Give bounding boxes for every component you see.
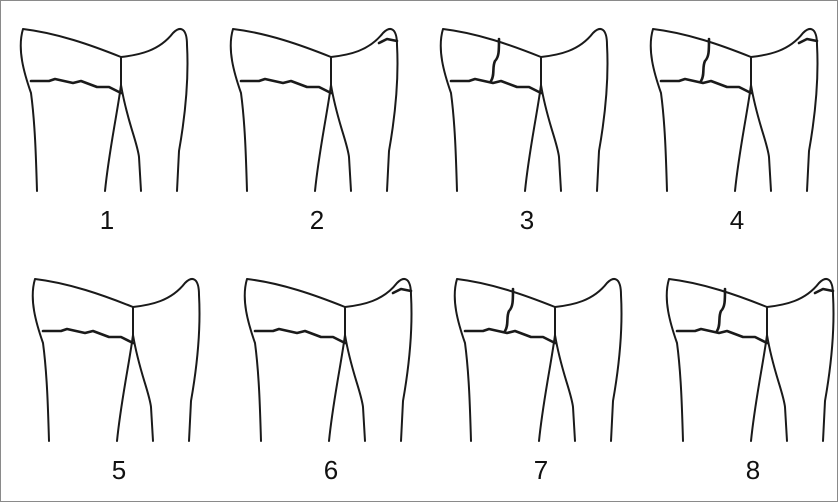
styloid-fracture-line	[379, 39, 397, 43]
transverse-fracture-line	[465, 329, 555, 343]
panel-label-1: 1	[100, 205, 114, 235]
radius-outline	[455, 279, 555, 441]
radius-outline	[231, 29, 331, 191]
transverse-fracture-line	[677, 329, 767, 343]
ulna-inner-line	[121, 85, 141, 191]
panel-label-4: 4	[730, 205, 744, 235]
radius-outline	[245, 279, 345, 441]
panel-label-8: 8	[746, 455, 760, 485]
ulna-outline	[767, 279, 834, 441]
medial-fracture-line	[505, 289, 513, 331]
panel-label-7: 7	[534, 455, 548, 485]
panel-label-6: 6	[324, 455, 338, 485]
wrist-diagram-7: 7	[455, 279, 622, 485]
radius-outline	[651, 29, 751, 191]
wrist-diagram-2: 2	[231, 29, 398, 235]
styloid-fracture-line	[815, 289, 833, 293]
radius-outline	[21, 29, 121, 191]
ulna-inner-line	[133, 335, 153, 441]
transverse-fracture-line	[451, 79, 541, 93]
ulna-outline	[555, 279, 622, 441]
panel-label-2: 2	[310, 205, 324, 235]
ulna-inner-line	[555, 335, 575, 441]
wrist-diagram-6: 6	[245, 279, 412, 485]
transverse-fracture-line	[43, 329, 133, 343]
styloid-fracture-line	[393, 289, 411, 293]
transverse-fracture-line	[31, 79, 121, 93]
ulna-outline	[331, 29, 398, 191]
ulna-outline	[541, 29, 608, 191]
panel-label-3: 3	[520, 205, 534, 235]
ulna-outline	[133, 279, 200, 441]
ulna-outline	[751, 29, 818, 191]
ulna-inner-line	[541, 85, 561, 191]
wrist-diagram-4: 4	[651, 29, 818, 235]
wrist-diagram-5: 5	[33, 279, 200, 485]
wrist-diagram-3: 3	[441, 29, 608, 235]
ulna-inner-line	[767, 335, 787, 441]
wrist-diagram-1: 1	[21, 29, 188, 235]
radius-outline	[667, 279, 767, 441]
panel-label-5: 5	[112, 455, 126, 485]
wrist-diagram-8: 8	[667, 279, 834, 485]
radius-outline	[33, 279, 133, 441]
transverse-fracture-line	[255, 329, 345, 343]
ulna-inner-line	[751, 85, 771, 191]
ulna-inner-line	[345, 335, 365, 441]
medial-fracture-line	[491, 39, 499, 81]
ulna-outline	[345, 279, 412, 441]
styloid-fracture-line	[799, 39, 817, 43]
radius-outline	[441, 29, 541, 191]
transverse-fracture-line	[241, 79, 331, 93]
transverse-fracture-line	[661, 79, 751, 93]
medial-fracture-line	[717, 289, 725, 331]
ulna-inner-line	[331, 85, 351, 191]
medial-fracture-line	[701, 39, 709, 81]
ulna-outline	[121, 29, 188, 191]
